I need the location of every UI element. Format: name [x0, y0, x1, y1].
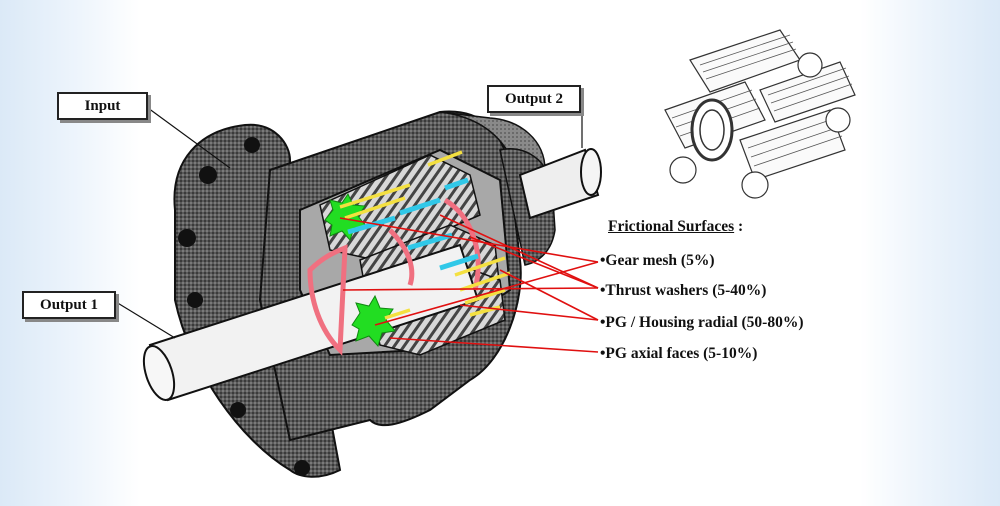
thrust-washer-left: [307, 244, 348, 356]
thrust-washer-highlights: [307, 197, 481, 356]
output2-callout: Output 2: [487, 85, 581, 113]
output2-shaft: [518, 148, 602, 220]
legend-item-gear-mesh: •Gear mesh (5%): [600, 252, 715, 269]
thrust-washer-mid: [388, 228, 415, 286]
input-leader: [147, 107, 231, 169]
bolt-hole: [187, 292, 203, 308]
gear-mesh-leader: [339, 217, 599, 263]
bolt-hole: [230, 402, 246, 418]
legend-item-thrust-washers: •Thrust washers (5-40%): [600, 282, 767, 299]
bolt-hole: [178, 229, 196, 247]
bolt-hole: [199, 166, 217, 184]
axial-highlights: [347, 177, 479, 271]
radial-highlights: [339, 150, 511, 320]
legend-leaders: [339, 214, 599, 353]
inset-gear-end: [741, 171, 769, 199]
inset-gear-end: [669, 156, 697, 184]
thrust-washer-leader: [342, 287, 599, 291]
inset-gear-end: [797, 52, 823, 78]
thrust-washer-leader: [439, 214, 599, 289]
legend-item-pg-axial-faces: •PG axial faces (5-10%): [600, 345, 758, 362]
thrust-washer-leader: [469, 236, 599, 289]
output1-label: Output 1: [40, 297, 98, 313]
radial-leader: [459, 304, 599, 321]
input-callout: Input: [57, 92, 148, 120]
bolt-hole: [294, 460, 310, 476]
legend-item-pg-housing-radial: •PG / Housing radial (50-80%): [600, 314, 804, 331]
legend-heading-text: Frictional Surfaces: [608, 218, 735, 235]
input-label: Input: [84, 98, 121, 114]
inset-gear-end: [825, 107, 851, 133]
output2-label: Output 2: [505, 91, 563, 107]
thrust-washer-right: [443, 197, 481, 291]
legend-heading-suffix: :: [734, 218, 744, 235]
legend-heading: Frictional Surfaces :: [608, 218, 743, 236]
axial-leader: [389, 337, 599, 353]
inset-gear: [739, 109, 846, 181]
bolt-hole: [244, 137, 260, 153]
gear-mesh-green: [351, 294, 396, 347]
radial-leader: [499, 269, 599, 321]
callout-leaders: [115, 107, 583, 339]
gearset-inset: [650, 10, 860, 205]
output1-leader: [115, 301, 176, 339]
upper-planet-gear: [319, 154, 481, 261]
output1-callout: Output 1: [22, 291, 116, 319]
